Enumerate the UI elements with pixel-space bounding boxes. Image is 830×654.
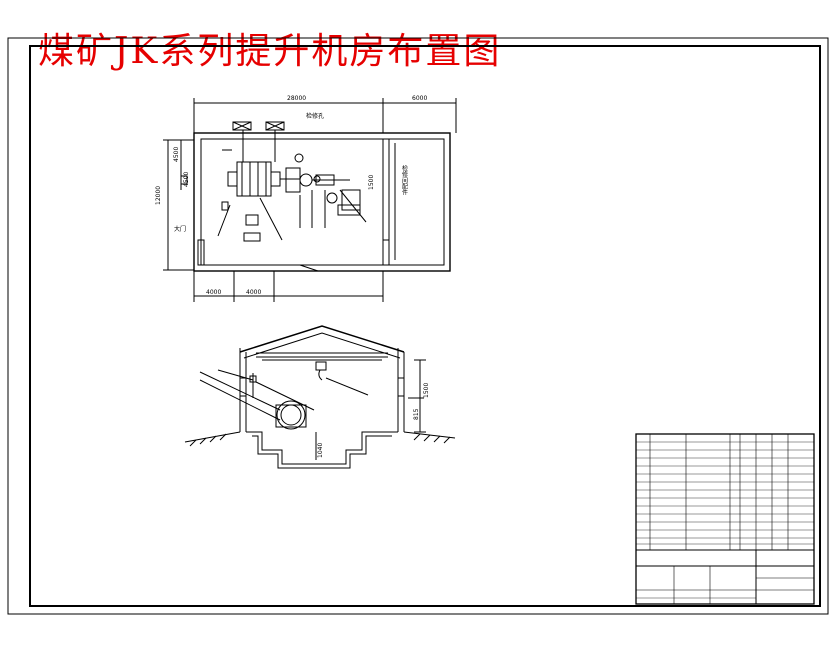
- plan-top-label: 检修孔: [306, 112, 324, 120]
- plan-dim-bottom-mid: 4000: [246, 289, 261, 296]
- plan-dim-upper: 4500: [183, 172, 190, 187]
- plan-left-label: 大门: [174, 225, 186, 233]
- section-dim-sub: 815: [413, 408, 420, 420]
- section-view: [184, 325, 456, 469]
- title-block: [635, 433, 815, 605]
- side-room-label: 检修间配件: [401, 164, 408, 196]
- floor-plan: [163, 98, 457, 302]
- section-dim-height: 1500: [423, 383, 430, 398]
- section-annotations: 815 1500 1040: [317, 383, 430, 458]
- drawing-title: 煤矿JK系列提升机房布置图: [38, 31, 502, 72]
- plan-dim-height: 12000: [155, 186, 162, 205]
- plan-dim-total: 28000: [287, 95, 306, 102]
- section-dim-pulley: 1040: [317, 443, 324, 458]
- sheet-border: [7, 37, 829, 615]
- plan-dim-right: 1500: [368, 175, 375, 190]
- parts-table-rows: [636, 441, 814, 545]
- plan-dim-side: 6000: [412, 95, 427, 102]
- plan-dim-left: 4500: [173, 147, 180, 162]
- plan-annotations: 28000 6000 12000 4500 4500 4000 4000 150…: [155, 95, 427, 296]
- plan-dim-bottom-left: 4000: [206, 289, 221, 296]
